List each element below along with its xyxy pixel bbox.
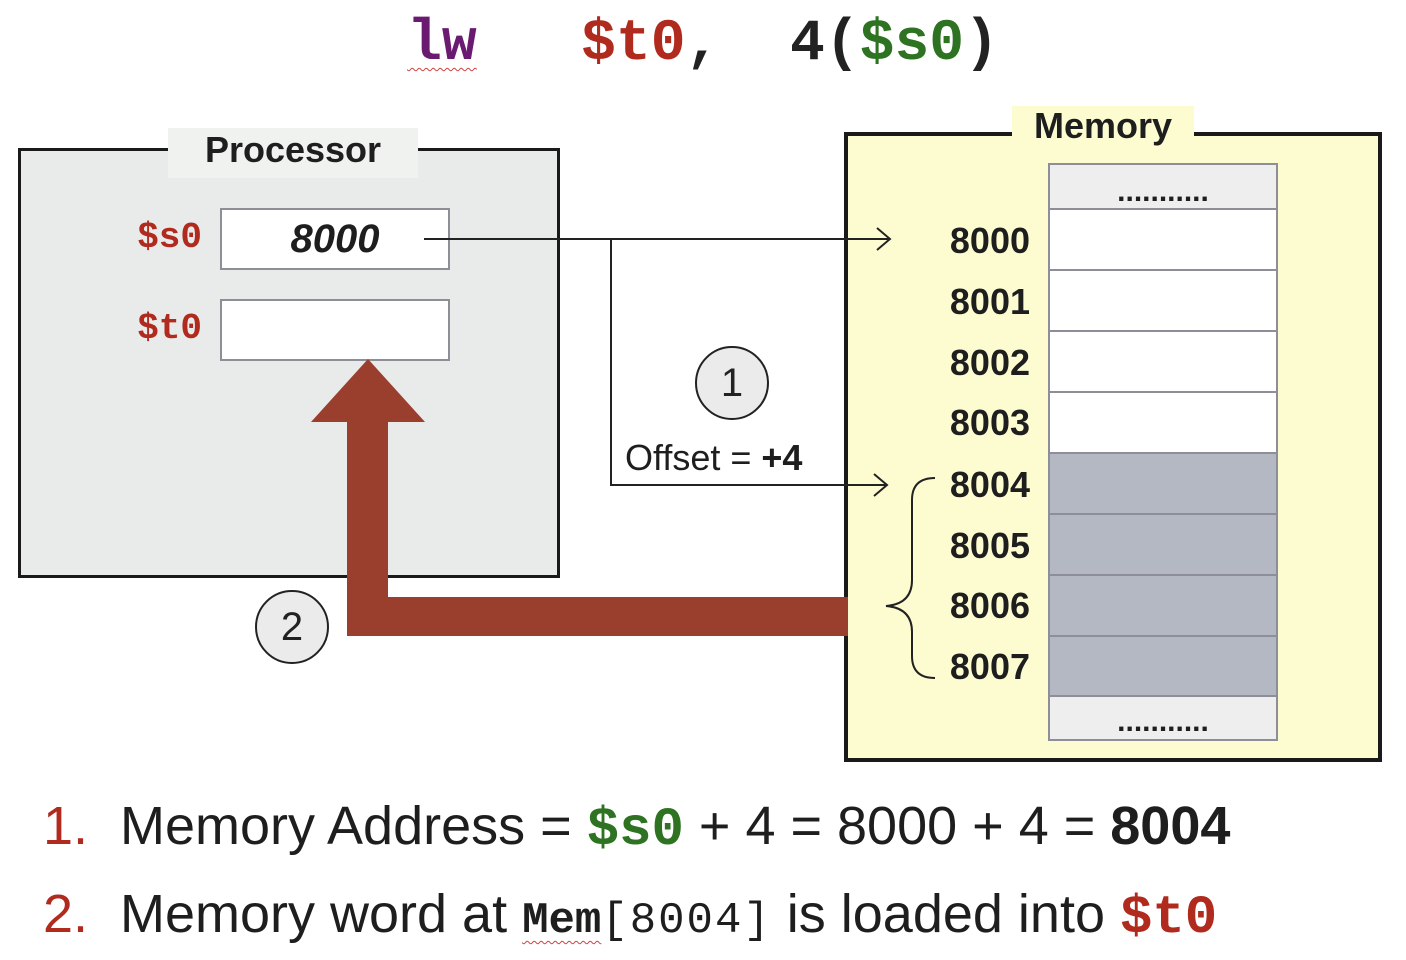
register-label-s0: $s0 [137,217,202,258]
dest-register: $t0 [581,12,686,77]
offset-label: Offset = +4 [625,436,802,480]
explanation-result: 8004 [1110,796,1231,856]
memory-cell-8001 [1048,269,1278,332]
register-s0-value: 8000 [290,217,380,261]
memory-title: Memory [1012,106,1194,154]
memory-cell-8007 [1048,635,1278,697]
explanation-mem-keyword: Mem [522,896,602,946]
open-paren: ( [824,12,860,77]
explanation-text: Memory word at [120,884,523,944]
address-label: 8007 [949,646,1030,687]
close-paren: ) [964,12,999,77]
opcode: lw [407,12,477,77]
offset-text: Offset = [625,437,762,478]
address-label: 8000 [949,220,1030,261]
processor-box [18,148,560,578]
explanation-register: $s0 [586,800,684,861]
comma: , [685,12,721,77]
explanation-text: is loaded into [771,884,1120,944]
memory-cell-8006 [1048,574,1278,637]
register-label-t0: $t0 [137,308,202,349]
memory-cell-8004 [1048,452,1278,515]
base-address-arrow-head [876,227,892,251]
register-t0-box [220,299,450,361]
offset-amount: +4 [761,437,803,478]
address-label: 8002 [949,342,1030,383]
address-label: 8003 [949,402,1030,443]
address-label: 8004 [949,464,1030,505]
explanation-register: $t0 [1120,888,1218,949]
explanation-text: Memory Address = [120,796,587,856]
load-arrow [311,359,848,636]
offset-connector [610,238,886,486]
explanation-text: + 4 = 8000 + 4 = [683,796,1111,856]
offset-arrow-head [873,473,889,497]
address-label: 8005 [949,525,1030,566]
explanation-number: 2. [42,884,88,944]
step-2-marker: 2 [255,590,329,664]
address-label: 8001 [949,281,1030,322]
explanation-line-2: 2. Memory word at Mem[8004] is loaded int… [0,881,1217,954]
explanation-line-1: 1.Memory Address = $s0 + 4 = 8000 + 4 = … [0,793,1230,864]
address-label: 8006 [949,585,1030,626]
base-register: $s0 [859,12,965,77]
offset-value: 4 [790,12,825,77]
step-1-marker: 1 [695,346,769,420]
explanation-number: 1. [42,796,88,856]
memory-cell-bottom-ellipsis: ........... [1048,695,1278,741]
explanation-mem-index: [8004] [601,896,772,946]
instruction-header: lw $t0, 4($s0) [0,10,1406,80]
word-brace [885,477,936,679]
memory-cell-8000 [1048,208,1278,271]
processor-title: Processor [168,128,418,178]
